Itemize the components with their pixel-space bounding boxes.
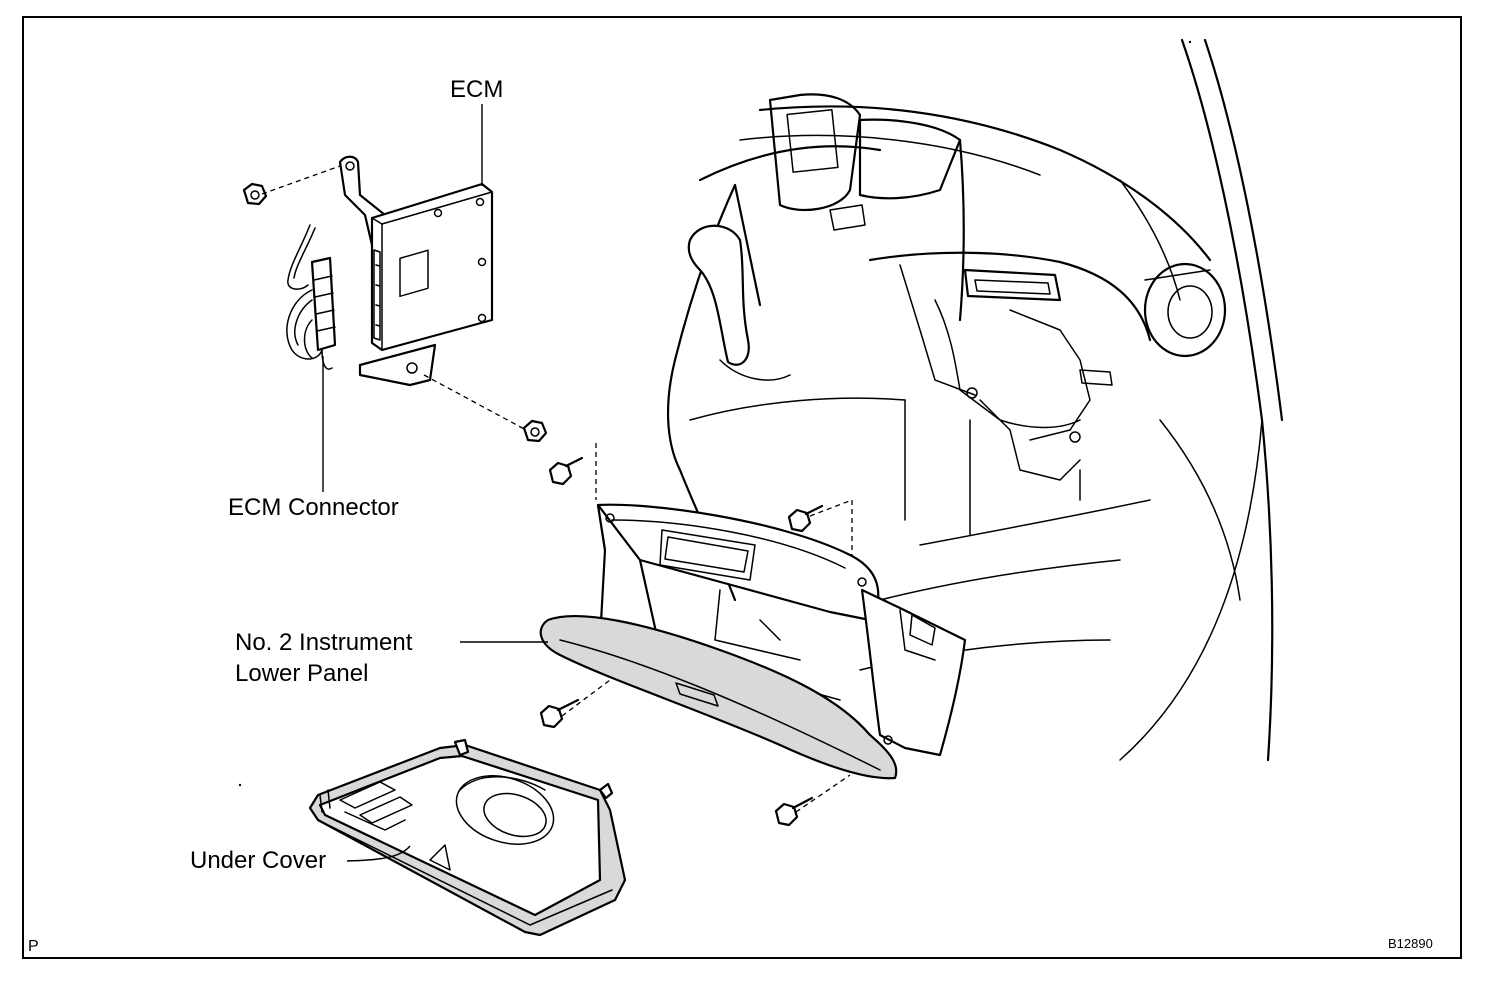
label-under-cover: Under Cover [190, 847, 327, 874]
label-lower-panel-line1: No. 2 Instrument [235, 629, 413, 656]
mounting-lines [261, 165, 853, 813]
screw-3 [539, 698, 580, 729]
lower-panel [539, 503, 967, 780]
screw-4 [774, 796, 814, 827]
screw-1 [548, 456, 584, 486]
ecm-unit [338, 155, 494, 387]
leader-lines [322, 104, 548, 862]
ecm-nut-bottom [522, 419, 548, 443]
label-ecm-connector: ECM Connector [228, 494, 399, 521]
figure-code: B12890 [1388, 936, 1433, 951]
under-cover [308, 738, 627, 937]
corner-mark-left: P [28, 938, 39, 955]
diagram-frame [22, 16, 1462, 959]
dashboard-interior [666, 38, 1284, 762]
ecm-nut-top [242, 182, 268, 206]
label-ecm: ECM [450, 76, 504, 103]
screw-2 [787, 504, 824, 533]
ecm-connector [286, 224, 337, 370]
label-lower-panel-line2: Lower Panel [235, 660, 369, 687]
